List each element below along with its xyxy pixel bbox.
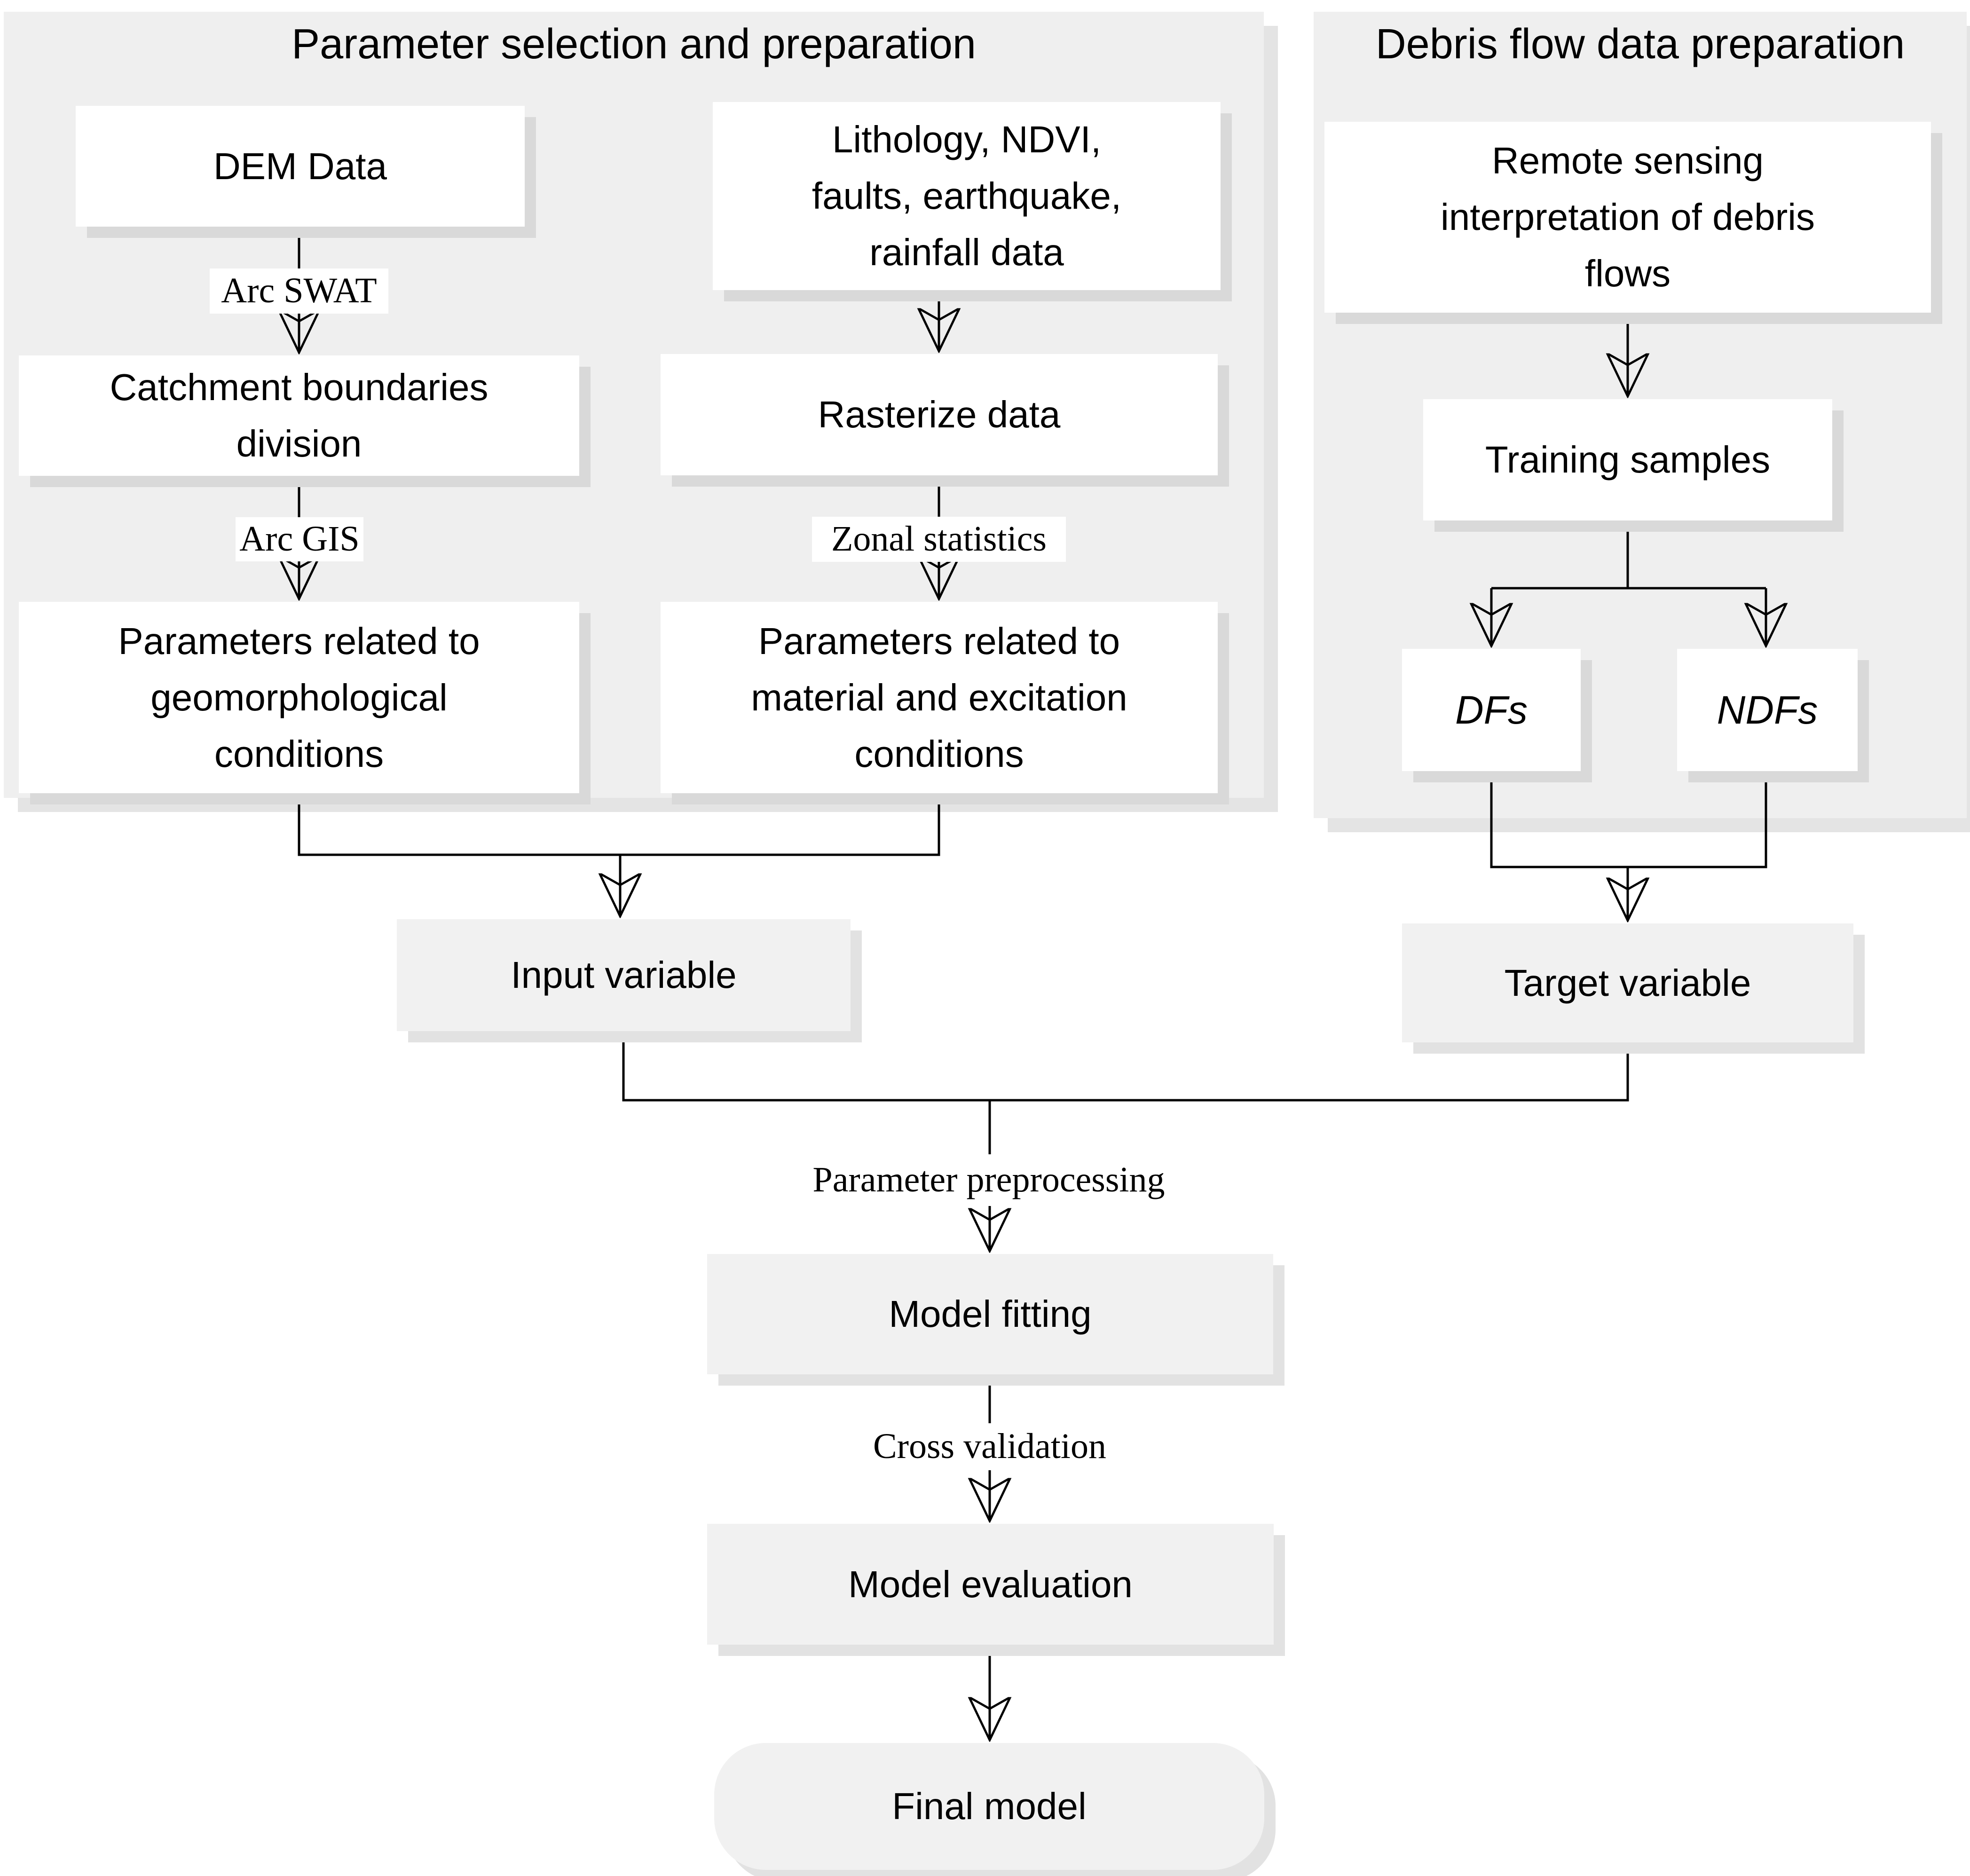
node-catchment-division: Catchment boundaries division <box>19 355 579 476</box>
edge-label-zonal-statistics: Zonal statistics <box>812 517 1066 562</box>
edge-label-arc-gis: Arc GIS <box>236 517 363 561</box>
left-panel-title: Parameter selection and preparation <box>292 21 976 68</box>
node-final-model: Final model <box>714 1743 1264 1870</box>
node-model-evaluation: Model evaluation <box>707 1524 1274 1645</box>
node-input-variable: Input variable <box>397 919 851 1031</box>
node-dfs: DFs <box>1402 649 1581 771</box>
node-params-geomorphological: Parameters related to geomorphological c… <box>19 602 579 793</box>
node-params-material-excitation: Parameters related to material and excit… <box>661 602 1218 793</box>
node-target-variable: Target variable <box>1402 923 1853 1042</box>
edge-dfs-ndfs-merge <box>1490 771 1767 868</box>
edge-label-arc-swat: Arc SWAT <box>210 268 388 314</box>
node-dem-data: DEM Data <box>76 106 525 227</box>
node-rasterize-data: Rasterize data <box>661 354 1218 475</box>
node-training-samples: Training samples <box>1423 399 1832 520</box>
edge-input-target-merge <box>622 1031 1629 1102</box>
node-model-fitting: Model fitting <box>707 1254 1273 1374</box>
right-panel-title: Debris flow data preparation <box>1375 21 1905 68</box>
edge-label-parameter-preprocessing: Parameter preprocessing <box>777 1154 1200 1206</box>
node-lithology-data: Lithology, NDVI, faults, earthquake, rai… <box>713 102 1221 290</box>
edge-training-split <box>1491 520 1766 590</box>
edge-params-merge <box>298 793 940 856</box>
node-ndfs: NDFs <box>1677 649 1858 771</box>
edge-label-cross-validation: Cross validation <box>844 1423 1135 1470</box>
node-remote-sensing-interpretation: Remote sensing interpretation of debris … <box>1324 122 1931 313</box>
